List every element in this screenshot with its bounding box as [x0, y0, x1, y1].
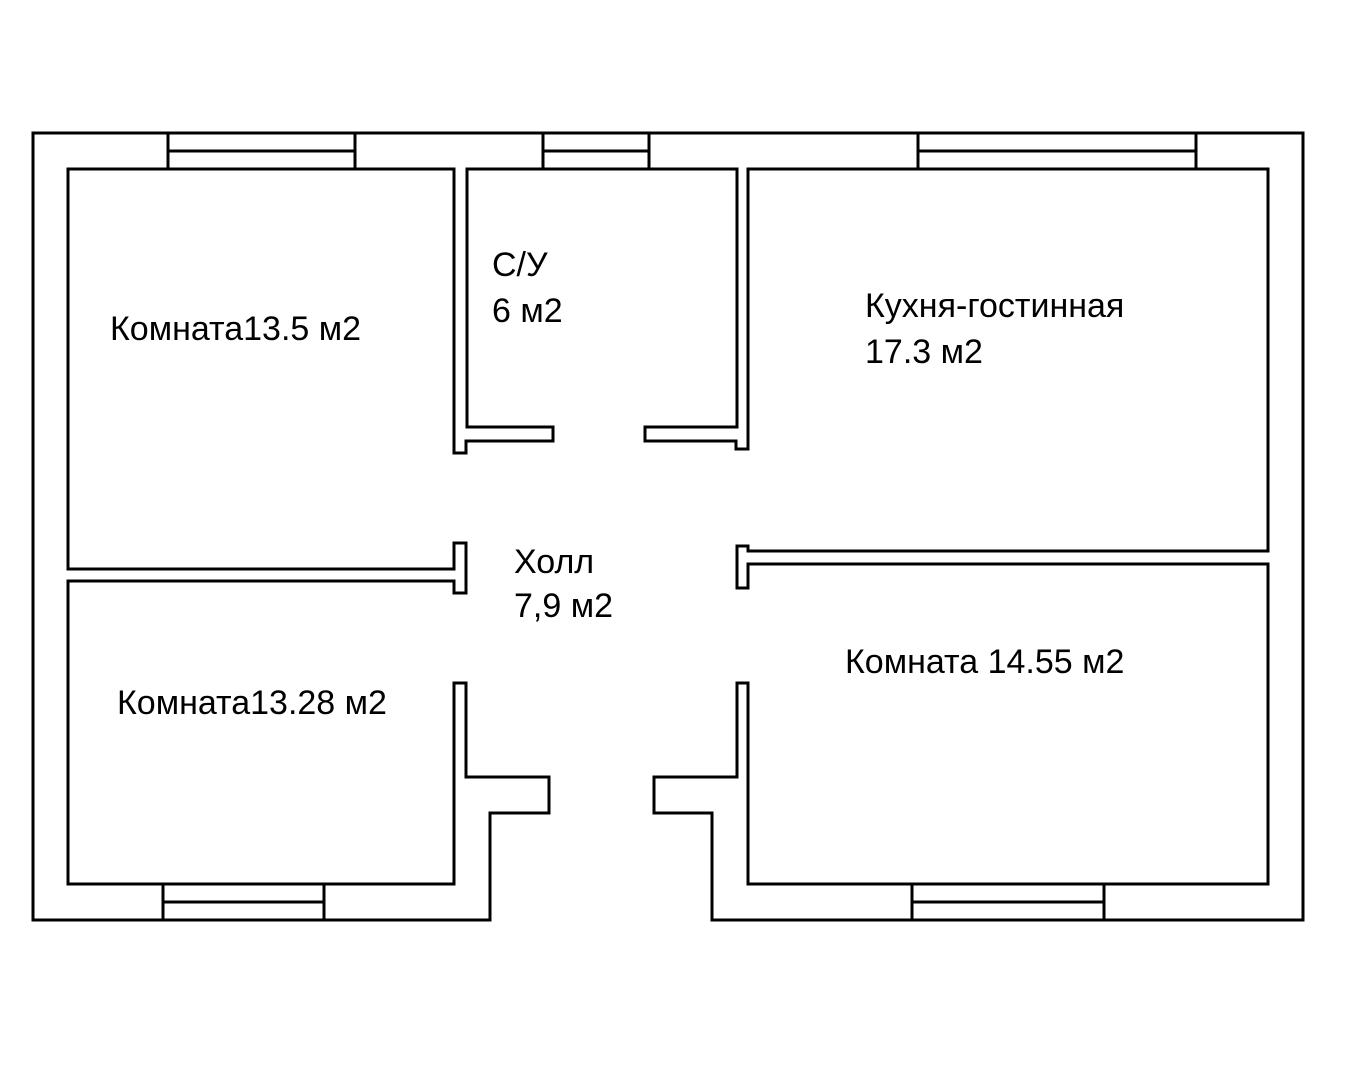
room-label-bedroom-2: Комната13.28 м2 [117, 684, 387, 722]
window-bottom-left [161, 882, 326, 922]
window-top-bathroom [541, 131, 651, 171]
room-label-bedroom-1: Комната13.5 м2 [110, 310, 362, 348]
room-label-bathroom: С/У 6 м2 [492, 242, 563, 334]
window-top-kitchen [916, 131, 1198, 171]
room-area: 6 м2 [492, 292, 563, 330]
room-name: Холл [514, 543, 595, 581]
room-label-hall: Холл 7,9 м2 [514, 540, 613, 628]
room-label-kitchen: Кухня-гостинная 17.3 м2 [865, 283, 1124, 375]
window-top-left [166, 131, 357, 171]
window-bottom-right [910, 882, 1106, 922]
room-label-bedroom-3: Комната 14.55 м2 [845, 643, 1125, 681]
room-area: 17.3 м2 [865, 333, 983, 371]
walls [31, 131, 1305, 922]
room-area: 7,9 м2 [514, 587, 613, 625]
room-name: С/У [492, 246, 548, 284]
room-name: Кухня-гостинная [865, 287, 1125, 325]
